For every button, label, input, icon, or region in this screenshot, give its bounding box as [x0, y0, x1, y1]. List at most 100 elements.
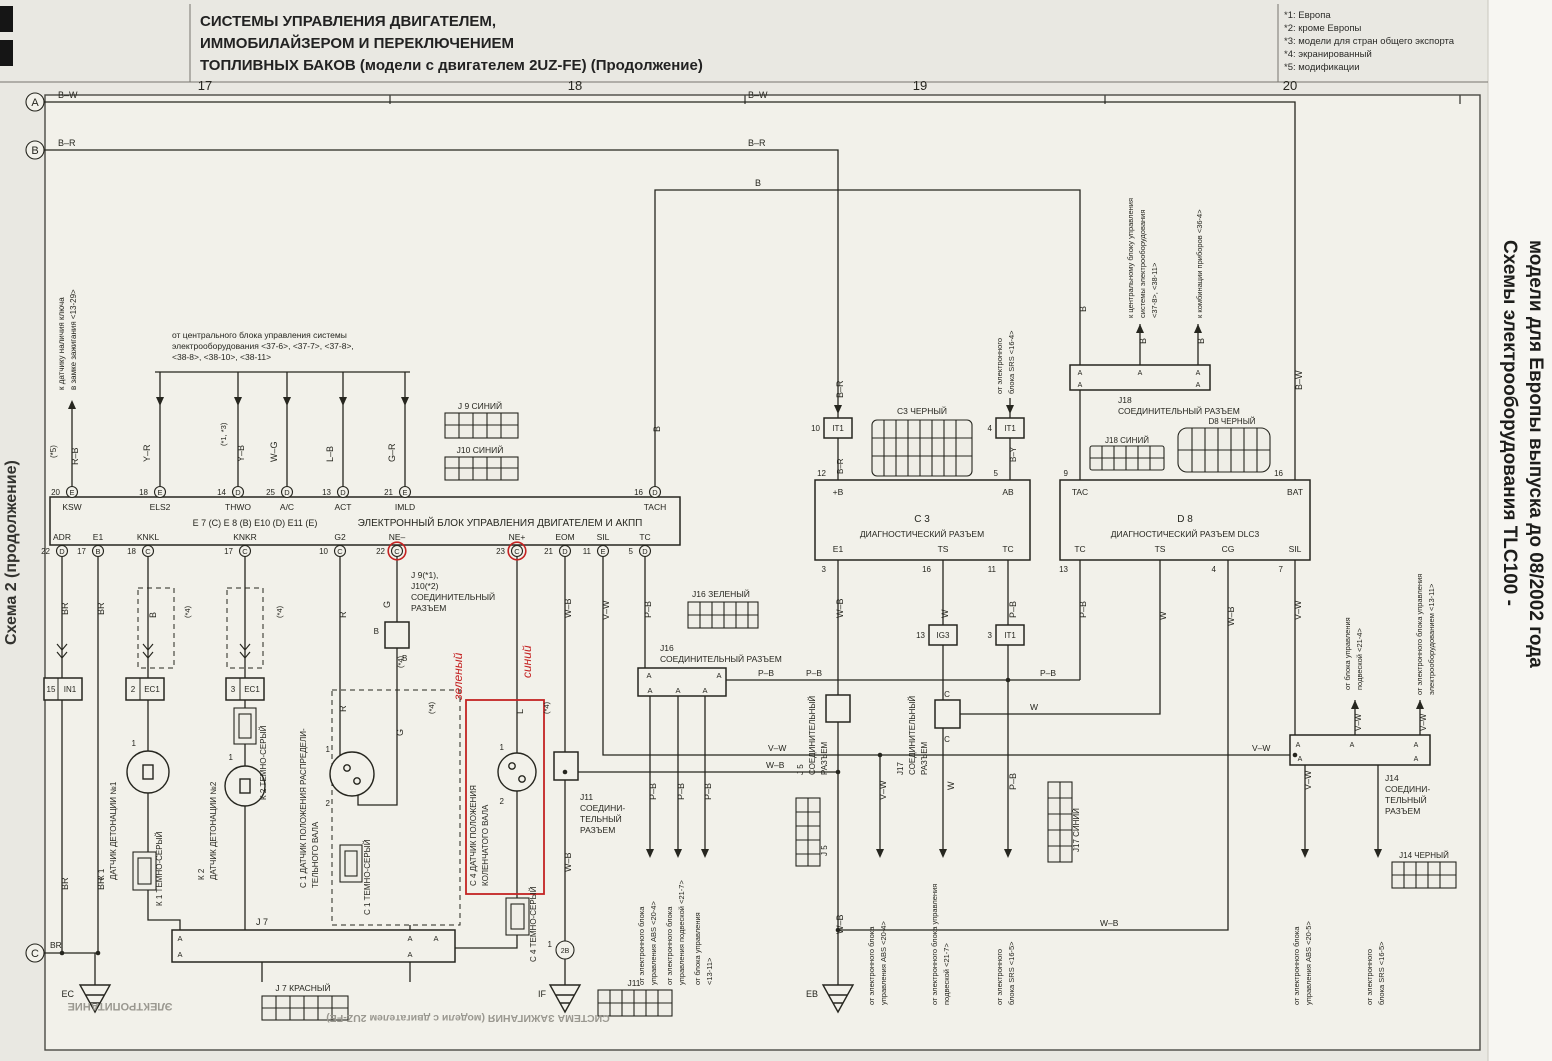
ecu-pin-knkr: KNKR [233, 532, 257, 542]
footnote-4: *4: экранированный [1284, 49, 1372, 60]
diagram-label: 11 [583, 547, 592, 556]
diagram-label: E 7 (C) E 8 (B) E10 (D) E11 (E) [193, 518, 318, 528]
ecu-pin-eom: EOM [555, 532, 574, 542]
diagram-label: СОЕДИНИТЕЛЬНЫЙ [411, 591, 495, 602]
j16-green-icon [687, 601, 759, 629]
diagram-label: SIL [1289, 544, 1302, 554]
diagram-label: 2 [500, 797, 505, 806]
grid-col-19: 19 [913, 78, 927, 93]
c1-pin [353, 777, 361, 785]
diagram-label: A [1078, 370, 1083, 377]
diagram-label: B [1078, 306, 1088, 312]
diagram-label: 4 [988, 424, 993, 433]
diagram-label: E [402, 488, 407, 497]
diagram-label: управления ABS <20-5> [1304, 921, 1313, 1005]
j16-joint-label: J16 [660, 643, 674, 653]
diagram-label: 3 [988, 631, 993, 640]
footnote-5: *5: модификации [1284, 62, 1360, 73]
diagram-label: блока SRS <16-4> [1007, 330, 1016, 394]
wire-chevrons [56, 643, 251, 659]
diagram-label: 20 [51, 488, 60, 497]
diagram-label: P–B [1008, 601, 1018, 618]
diagram-label: (*4) [396, 655, 405, 668]
diagram-label: ДАТЧИК ДЕТОНАЦИИ №1 [109, 781, 118, 880]
ground-eb: EB [806, 989, 818, 999]
diagram-label: Y–R [142, 444, 152, 462]
diagram-label: W [1030, 702, 1038, 712]
diagram-label: P–B [703, 783, 713, 800]
diagram-label: D [284, 488, 290, 497]
ecu-pin-imld: IMLD [395, 502, 415, 512]
diagram-label: 21 [544, 547, 553, 556]
diagram-label: РАЗЪЕМ [820, 741, 829, 775]
diagram-label: от электронного блока [637, 906, 646, 985]
diagram-label: B–W [1294, 370, 1304, 390]
diagram-label: CG [1222, 544, 1235, 554]
diagram-label: <38-8>, <38-10>, <38-11> [172, 352, 271, 362]
diagram-label: <37-8>, <38-11> [1150, 262, 1159, 318]
diagram-label: С 4 ТЕМНО-СЕРЫЙ [529, 886, 538, 962]
wires [44, 101, 1421, 985]
diagram-label: 1 [500, 743, 505, 752]
diagram-label: A [702, 686, 707, 695]
diagram-label: управления ABS <20-4> [879, 921, 888, 1005]
diagram-label: (*4) [542, 701, 551, 714]
sidebar-title-line-2: модели для Европы выпуска до 08/2002 год… [1525, 240, 1546, 668]
grid-col-20: 20 [1283, 78, 1297, 93]
diagram-label: К 1 ТЕМНО-СЕРЫЙ [155, 831, 164, 906]
ecu-pin-adr: ADR [53, 532, 71, 542]
footnote-3: *3: модели для стран общего экспорта [1284, 36, 1455, 47]
j16-green-label: J16 ЗЕЛЕНЫЙ [692, 588, 750, 599]
diagram-label: от электронного блока управления [930, 884, 939, 1005]
c3-diagnostic-box [814, 479, 1031, 561]
diagram-label: подвеской <21-4> [1355, 628, 1364, 690]
wire-bw-row-a [44, 101, 1296, 480]
diagram-label: V–W [1354, 713, 1363, 731]
diagram-label: W–B [1226, 606, 1236, 626]
wire-ec-bus [44, 952, 98, 985]
title-line-3: ТОПЛИВНЫХ БАКОВ (модели с двигателем 2UZ… [200, 57, 703, 74]
j9-j10-joint-label: J 9(*1), [411, 570, 438, 580]
diagram-label: от электронного [1365, 949, 1374, 1005]
diagram-label: A [647, 686, 652, 695]
diagram-label: к датчику наличия ключа [57, 297, 66, 390]
diagram-label: A [433, 934, 438, 943]
diagram-label: V–W [1419, 713, 1428, 731]
c3-black-label: С3 ЧЕРНЫЙ [897, 405, 947, 416]
diagram-label: 1 [548, 940, 553, 949]
component-boxes [43, 364, 1431, 963]
diagram-label: 12 [817, 469, 826, 478]
diagram-label: D [642, 547, 648, 556]
diagram-label: P–B [643, 601, 653, 618]
header-rules [0, 4, 1488, 83]
diagram-label: блока SRS <16-5> [1007, 941, 1016, 1005]
j17-joint-box [934, 699, 961, 729]
pin-circles [25, 92, 662, 963]
diagram-label: TS [1155, 544, 1166, 554]
ecu-pin-ne-minus: NE– [389, 532, 406, 542]
diagram-label: к центральному блоку управления [1126, 198, 1135, 318]
wire-d8-ts [960, 560, 1161, 715]
diagram-label: C [337, 547, 343, 556]
diagram-label: P–B [806, 668, 822, 678]
diagram-label: W–B [563, 852, 573, 872]
wire-tach-b [654, 189, 1081, 487]
diagram-label: D [340, 488, 346, 497]
j7-red-icon [261, 995, 349, 1021]
j18-blue-label: J18 СИНИЙ [1105, 436, 1149, 445]
diagram-label: EC1 [244, 685, 260, 694]
diagram-label: Y–B [236, 445, 246, 462]
diagram-label: P–B [1008, 773, 1018, 790]
diagram-label: 18 [139, 488, 148, 497]
ecu-box [49, 496, 681, 546]
diagram-label: 16 [1274, 469, 1283, 478]
j14-black-icon [1391, 861, 1457, 889]
diagram-label: 2 [131, 685, 136, 694]
diagram-label: +B [833, 487, 844, 497]
diagram-label: 22 [41, 547, 50, 556]
diagram-label: блока SRS <16-5> [1377, 941, 1386, 1005]
k2-gray-connector-icon [233, 707, 257, 745]
diagram-label: J 5 [820, 845, 829, 856]
j9-blue-label: J 9 СИНИЙ [458, 400, 502, 411]
diagram-label: СОЕДИНИТЕЛЬНЫЙ РАЗЪЕМ [660, 653, 782, 664]
